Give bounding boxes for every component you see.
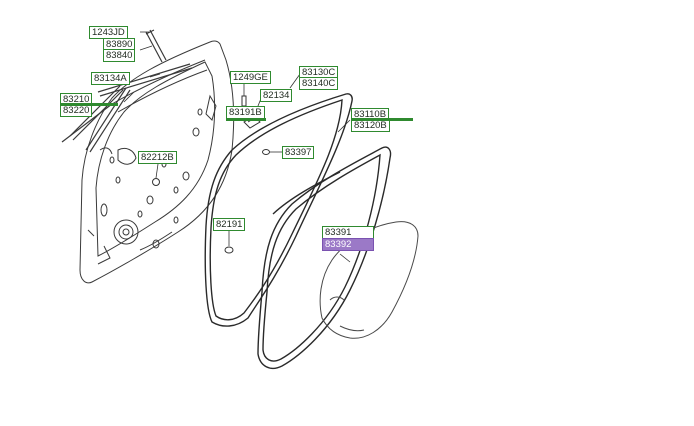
label-83134a: 83134A	[91, 72, 130, 85]
hardware-parts	[145, 29, 270, 254]
label-83392: 83392	[322, 238, 374, 251]
plug-83397	[262, 149, 270, 155]
door-trim-panel	[319, 221, 419, 339]
label-83140c: 83140C	[299, 77, 339, 90]
door-panel	[79, 40, 235, 284]
clip-82191	[224, 246, 234, 254]
glass-run-strips	[61, 29, 193, 153]
screw-1249ge	[241, 95, 247, 107]
label-group-bar-83210	[60, 103, 118, 106]
label-83840: 83840	[103, 49, 136, 62]
label-82191: 82191	[213, 218, 246, 231]
label-82212b: 82212B	[138, 151, 177, 164]
clip-82212b	[152, 178, 160, 186]
label-82134: 82134	[260, 89, 293, 102]
label-group-bar-83110b	[351, 118, 413, 121]
label-1249ge: 1249GE	[230, 71, 271, 84]
body-weatherstrip	[257, 146, 392, 370]
door-weatherstrip	[204, 93, 353, 327]
label-group-bar-83191b	[226, 118, 266, 121]
label-83397: 83397	[282, 146, 315, 159]
